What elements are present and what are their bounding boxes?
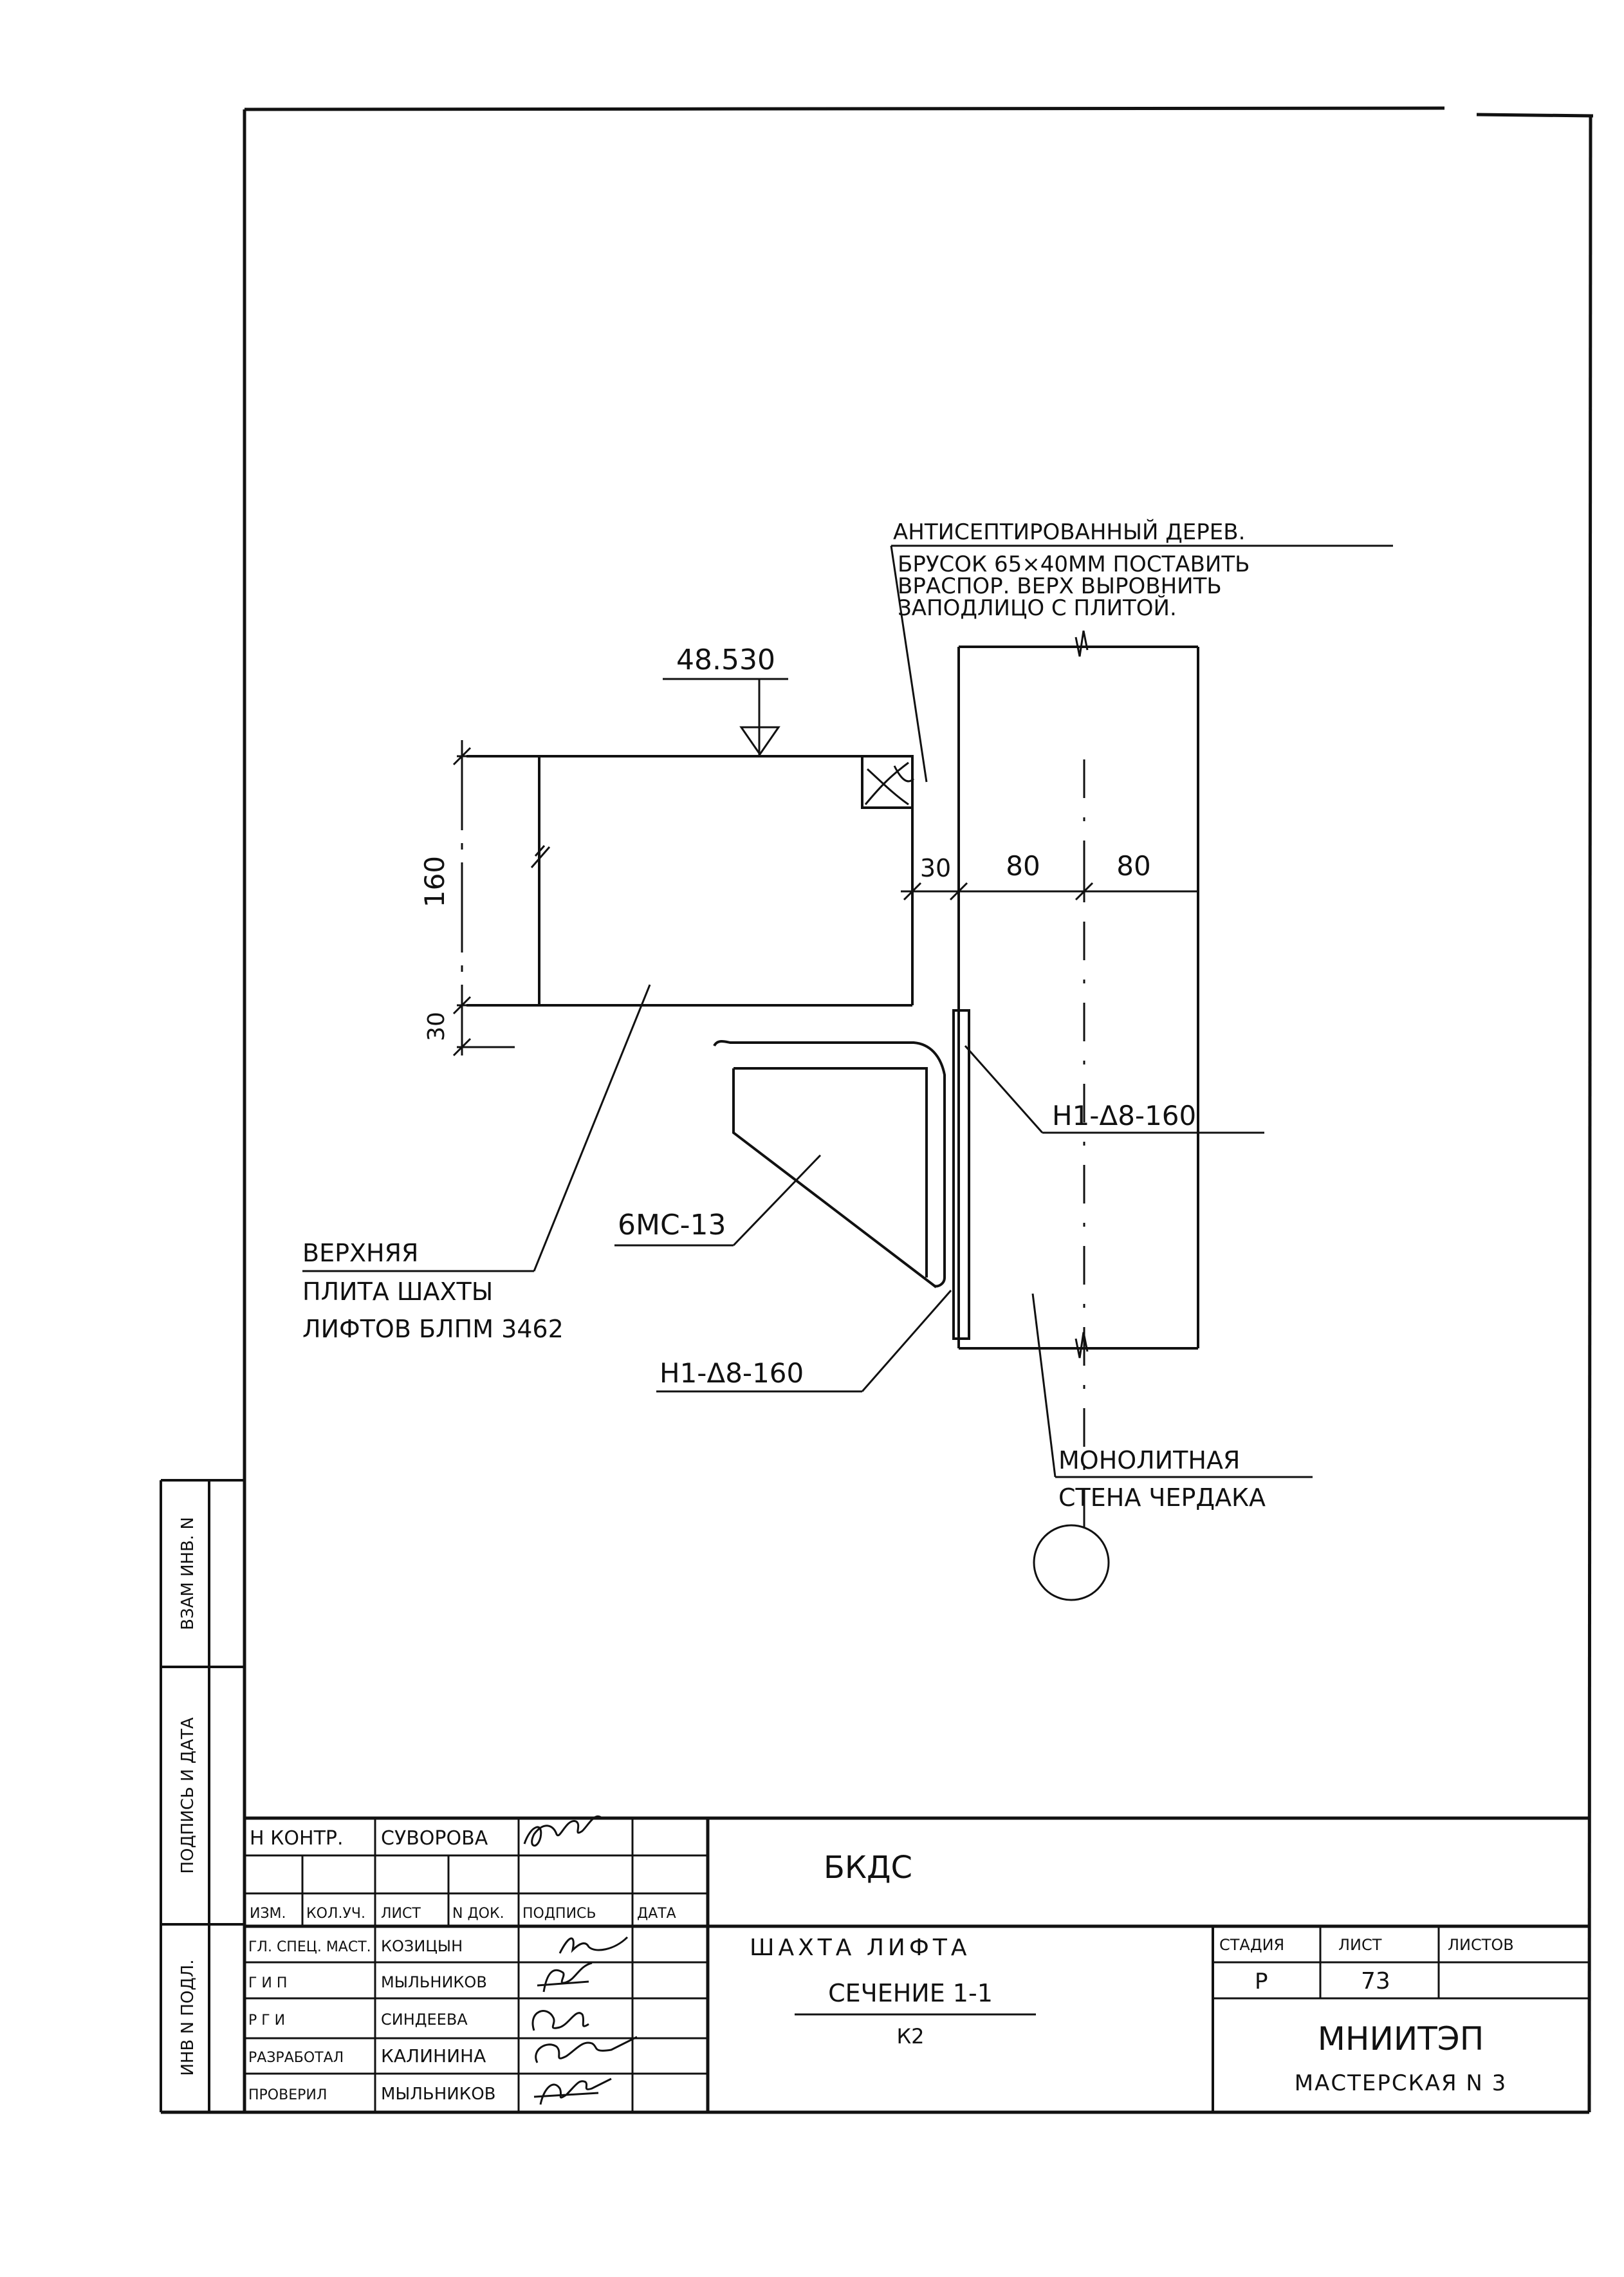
stage-value: Р	[1255, 1969, 1268, 1994]
norm-control-name: СУВОРОВА	[381, 1827, 488, 1850]
header-list: ЛИСТ	[381, 1906, 421, 1922]
bracket-inner	[734, 1067, 928, 1278]
person-role: Г И П	[248, 1975, 287, 1991]
person-role: Р Г И	[248, 2012, 285, 2029]
side-strip: ВЗАМ ИНВ. N ПОДПИСЬ И ДАТА ИНВ N ПОДЛ.	[178, 1517, 198, 2076]
wall-leader	[1031, 1293, 1057, 1478]
section-title: СЕЧЕНИЕ 1-1	[828, 1979, 993, 2007]
sheet-value: 73	[1361, 1968, 1390, 1994]
slab-label-line-2: ПЛИТА ШАХТЫ	[302, 1278, 493, 1306]
axis-bubble	[1033, 1524, 1110, 1601]
timber-hatch	[864, 761, 909, 806]
bracket-label: 6МС-13	[618, 1209, 726, 1241]
header-date: ДАТА	[637, 1906, 676, 1922]
signature-3	[531, 2010, 589, 2031]
person-role: ГЛ. СПЕЦ. МАСТ.	[248, 1939, 371, 1955]
section-drawing: 48.530 160 30 30 80 80 АНТИСЕПТИРОВАННЫЙ…	[302, 519, 1393, 1601]
wall-break-bottom	[1075, 1332, 1089, 1359]
norm-control-role: Н КОНТР.	[250, 1827, 344, 1850]
dim-80-right-label: 80	[1116, 850, 1150, 882]
person-name: КАЛИНИНА	[381, 2045, 486, 2067]
break-mark	[530, 845, 551, 868]
person-role: РАЗРАБОТАЛ	[248, 2050, 344, 2066]
slab-leader	[533, 984, 651, 1272]
slab-label-line-3: ЛИФТОВ БЛПМ 3462	[302, 1315, 564, 1343]
header-n-dok: N ДОК.	[452, 1906, 504, 1922]
sheet-header: ЛИСТ	[1338, 1936, 1382, 1954]
bracket-brace	[732, 1068, 937, 1288]
dim-ticks	[903, 882, 1094, 901]
person-name: СИНДЕЕВА	[381, 2011, 468, 2029]
signature-2	[537, 1962, 593, 1993]
bracket-flange	[713, 1040, 946, 1288]
sheet-frame	[160, 106, 1594, 2114]
org-workshop: МАСТЕРСКАЯ N 3	[1295, 2070, 1508, 2096]
person-role: ПРОВЕРИЛ	[248, 2087, 327, 2103]
anchor-top-leader	[964, 1045, 1044, 1133]
title-block: Н КОНТР. СУВОРОВА ИЗМ. КОЛ.УЧ. ЛИСТ N ДО…	[245, 1816, 1589, 2112]
note-timber-line-3: ВРАСПОР. ВЕРХ ВЫРОВНИТЬ	[898, 573, 1222, 599]
note-timber-line-4: ЗАПОДЛИЦО С ПЛИТОЙ.	[898, 595, 1177, 621]
dim-160-label: 160	[419, 856, 450, 907]
side-cell-signature-date: ПОДПИСЬ И ДАТА	[178, 1717, 198, 1873]
timber-mark	[893, 765, 915, 783]
person-name: МЫЛЬНИКОВ	[381, 2085, 496, 2104]
note-timber-line-2: БРУСОК 65×40ММ ПОСТАВИТЬ	[898, 552, 1250, 577]
side-cell-inv-original: ИНВ N ПОДЛ.	[178, 1960, 198, 2076]
slab-label-line-1: ВЕРХНЯЯ	[302, 1239, 418, 1267]
note-leader	[890, 545, 928, 783]
note-timber-line-1: АНТИСЕПТИРОВАННЫЙ ДЕРЕВ.	[893, 519, 1245, 545]
dim-ticks	[452, 747, 472, 1057]
drawing-title: ШАХТА ЛИФТА	[750, 1935, 970, 1961]
signature-norm-control	[523, 1816, 603, 1846]
anchor-top-label: Н1-Δ8-160	[1052, 1100, 1196, 1131]
header-signature: ПОДПИСЬ	[522, 1906, 596, 1922]
signature-1	[558, 1936, 629, 1954]
header-izm: ИЗМ.	[250, 1906, 286, 1922]
bracket-leader	[732, 1154, 822, 1247]
wall-label-line-2: СТЕНА ЧЕРДАКА	[1058, 1483, 1266, 1512]
stage-header: СТАДИЯ	[1219, 1936, 1284, 1954]
org-name: МНИИТЭП	[1318, 2020, 1484, 2058]
wall-break-top	[1075, 630, 1089, 657]
timber-block	[861, 755, 914, 809]
signature-5	[533, 2077, 612, 2105]
dim-30-vertical-label: 30	[423, 1012, 450, 1041]
sheets-header: ЛИСТОВ	[1448, 1936, 1514, 1954]
person-name: МЫЛЬНИКОВ	[381, 1973, 487, 1991]
side-cell-replaced-inv: ВЗАМ ИНВ. N	[178, 1517, 198, 1630]
elevation-triangle	[739, 726, 780, 756]
mark-code: К2	[896, 2024, 924, 2049]
wall-label-line-1: МОНОЛИТНАЯ	[1058, 1446, 1240, 1474]
anchor-bottom-leader	[861, 1290, 952, 1392]
dim-30-label: 30	[920, 854, 951, 882]
header-kol-uch: КОЛ.УЧ.	[306, 1906, 365, 1922]
dim-80-left-label: 80	[1006, 850, 1040, 882]
embedded-plate	[952, 1009, 970, 1340]
project-code: БКДС	[824, 1850, 912, 1886]
anchor-bottom-label: Н1-Δ8-160	[660, 1357, 804, 1389]
signature-4	[535, 2036, 638, 2063]
person-name: КОЗИЦЫН	[381, 1937, 463, 1955]
elevation-label: 48.530	[676, 644, 775, 676]
